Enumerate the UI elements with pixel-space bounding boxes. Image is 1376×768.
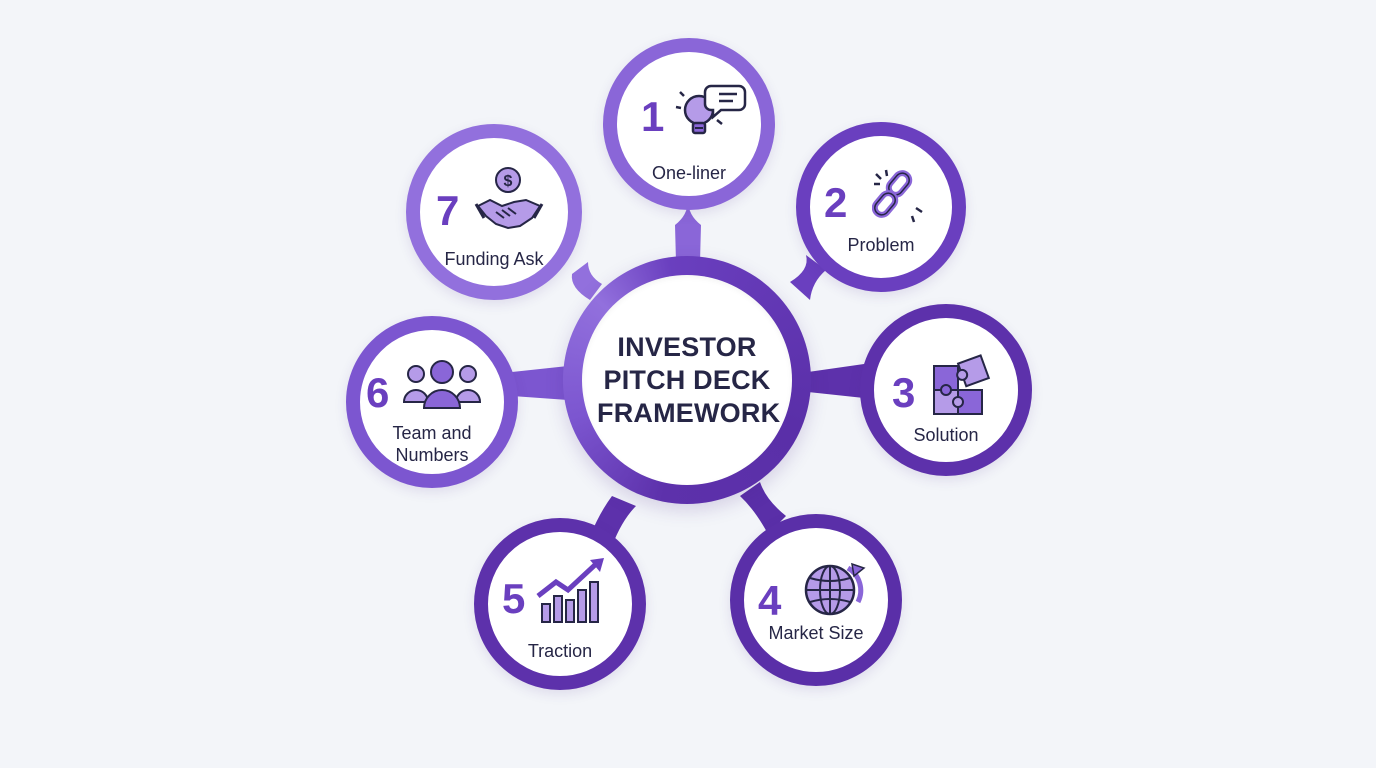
step-label-1: One-liner: [651, 163, 727, 183]
step-number-7: 7: [436, 187, 460, 234]
hub-ring: INVESTOR PITCH DECK FRAMEWORK: [563, 256, 811, 504]
step-label-5: Traction: [527, 641, 593, 661]
growth-chart-icon: [534, 556, 606, 633]
step-label-6: Team and Numbers: [360, 422, 504, 466]
hub-title-line-2: PITCH DECK: [603, 364, 771, 395]
step-node-3: 3 Solution: [860, 304, 1032, 476]
step-number-3: 3: [892, 369, 916, 416]
handshake-icon: $: [474, 166, 544, 241]
svg-text:$: $: [504, 173, 513, 190]
step-label-6-line-1: Team and: [392, 423, 472, 443]
step-node-6: 6 Team and Numbers: [346, 316, 518, 488]
hub-title: INVESTOR PITCH DECK FRAMEWORK: [597, 331, 781, 430]
step-label-2: Problem: [847, 235, 915, 255]
step-label-7: Funding Ask: [444, 249, 544, 269]
hub-title-line-3: FRAMEWORK: [597, 397, 781, 428]
step-number-5: 5: [502, 575, 526, 622]
step-number-6: 6: [366, 369, 390, 416]
team-icon: [402, 360, 482, 415]
connector-6: [512, 366, 568, 400]
step-number-4: 4: [758, 577, 782, 624]
puzzle-icon: [930, 354, 996, 425]
step-node-2: 2 Problem: [796, 122, 966, 292]
connector-1: [675, 200, 701, 262]
step-number-1: 1: [641, 93, 665, 140]
step-node-1: 1 One-liner: [603, 38, 775, 210]
connector-2: [790, 255, 826, 300]
step-number-2: 2: [824, 179, 848, 226]
step-node-7: 7 $ Funding Ask: [406, 124, 582, 300]
connector-7: [571, 262, 602, 300]
hub-center: INVESTOR PITCH DECK FRAMEWORK: [582, 275, 792, 485]
step-node-4: 4 Market Size: [730, 514, 902, 686]
lightbulb-icon: [675, 78, 749, 157]
broken-chain-icon: [871, 168, 928, 229]
globe-icon: [798, 554, 870, 631]
connector-3: [808, 364, 864, 398]
step-label-4: Market Size: [768, 623, 864, 643]
connector-4: [740, 482, 786, 534]
step-node-5: 5 Traction: [474, 518, 646, 690]
step-label-3: Solution: [913, 425, 979, 445]
step-label-6-line-2: Numbers: [395, 445, 469, 465]
hub-title-line-1: INVESTOR: [617, 331, 757, 362]
